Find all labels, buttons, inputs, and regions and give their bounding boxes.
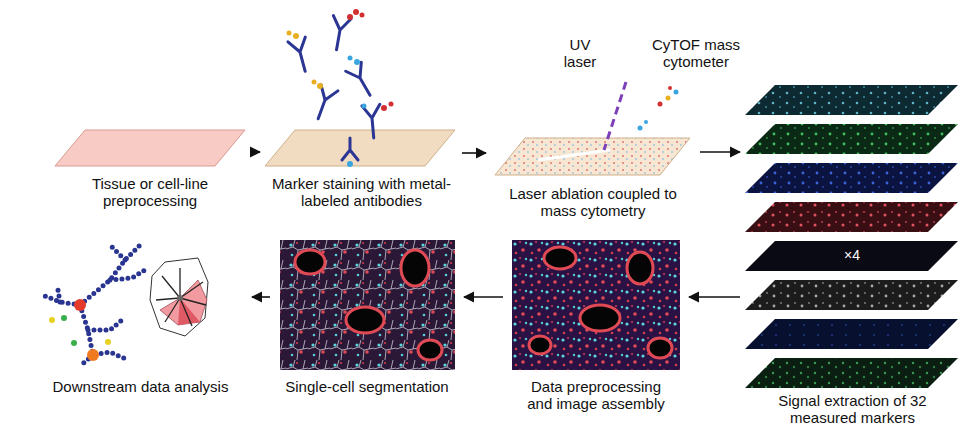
pipeline-step: Tissue or cell-line preprocessing: [50, 125, 250, 211]
pipeline-step: Data preprocessing and image assembly: [505, 238, 687, 414]
step-caption: Downstream data analysis: [33, 378, 248, 395]
device-label: UV laser: [553, 36, 607, 70]
flow-arrow: [252, 151, 260, 153]
step-caption: Signal extraction of 32 measured markers: [775, 392, 930, 426]
device-label: CyTOF mass cytometer: [640, 36, 752, 70]
step-caption: Marker staining with metal-labeled antib…: [269, 175, 454, 209]
pipeline-step: Laser ablation coupled to mass cytometry: [488, 80, 698, 221]
step-caption: Laser ablation coupled to mass cytometry: [508, 185, 678, 219]
flow-arrow: [464, 296, 503, 298]
pipeline-step: Marker staining with metal-labeled antib…: [262, 10, 460, 211]
flow-arrow: [462, 152, 486, 154]
pipeline-step: Single-cell segmentation: [272, 238, 462, 397]
flow-arrow: [689, 296, 740, 298]
pipeline-step: Downstream data analysis: [30, 238, 250, 397]
step-caption: Data preprocessing and image assembly: [521, 378, 671, 412]
layer-count: ×4: [832, 247, 872, 264]
flow-arrow: [700, 151, 740, 153]
step-caption: Single-cell segmentation: [272, 378, 462, 395]
step-caption: Tissue or cell-line preprocessing: [55, 175, 245, 209]
flow-arrow: [252, 296, 270, 298]
